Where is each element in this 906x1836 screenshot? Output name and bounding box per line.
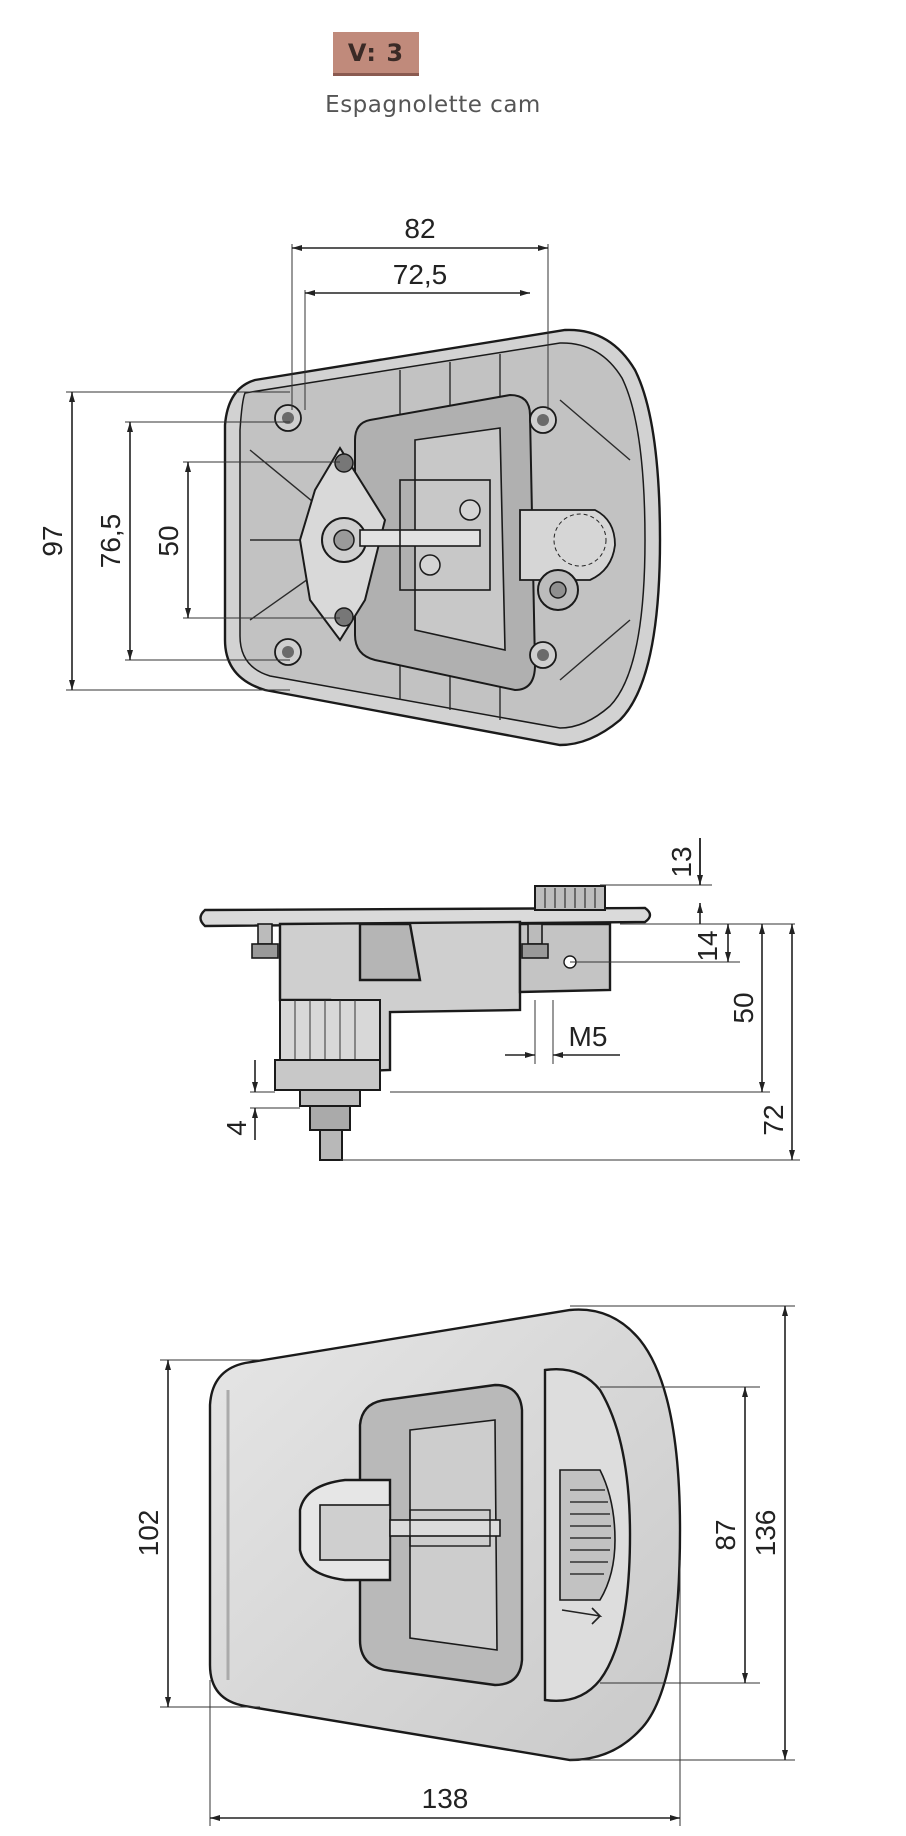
side-view-nut-left [251, 943, 279, 959]
cam-screw-bottom [334, 607, 354, 627]
dim-82: 82 [404, 213, 435, 244]
cam-screw-top [334, 453, 354, 473]
side-view-nut-right [521, 943, 549, 959]
dim-138: 138 [422, 1783, 469, 1814]
front-view-grip-ridges [570, 1489, 611, 1575]
top-view: 82 72,5 97 76,5 50 [37, 213, 662, 747]
latch-screw-1 [459, 499, 481, 521]
dim-87: 87 [710, 1519, 741, 1550]
front-view-latch-bracket [409, 1509, 491, 1547]
side-view-cam [274, 1059, 381, 1091]
front-view-arrow-icon [561, 1607, 603, 1625]
lock-housing [519, 509, 616, 581]
mounting-holes [274, 404, 557, 669]
side-view-bolt-right [527, 923, 543, 945]
drawing-subtitle: Espagnolette cam [325, 92, 541, 118]
front-view-latch-bar [389, 1519, 501, 1537]
side-view-spindle [319, 1129, 343, 1161]
version-badge-label: V: 3 [347, 38, 405, 67]
dim-72-5: 72,5 [393, 259, 448, 290]
side-view-flange [199, 906, 652, 928]
lock-cylinder-core [549, 581, 567, 599]
side-view: 13 14 50 72 M5 4 [199, 838, 800, 1161]
latch-frame [399, 479, 491, 591]
dim-97: 97 [37, 525, 68, 556]
side-view-cam-collar [299, 1089, 361, 1107]
front-view: 102 87 136 138 [133, 1305, 795, 1826]
side-view-bolt-left [257, 923, 273, 945]
side-view-pocket-wall [358, 922, 422, 982]
dim-50-top: 50 [153, 525, 184, 556]
side-view-fins [279, 999, 381, 1061]
cam-hub-bore [333, 529, 355, 551]
dim-14: 14 [692, 930, 723, 961]
side-view-lock-cap [534, 885, 606, 911]
latch-screw-2 [419, 554, 441, 576]
dim-50-side: 50 [728, 992, 759, 1023]
dim-m5: M5 [569, 1021, 608, 1052]
front-view-latch-body [319, 1504, 391, 1561]
side-view-spindle-nut [309, 1105, 351, 1131]
lock-centerline [553, 513, 607, 567]
dim-76-5: 76,5 [95, 514, 126, 569]
latch-bar [359, 529, 481, 547]
dim-102: 102 [133, 1510, 164, 1557]
version-badge: V: 3 [333, 32, 419, 76]
dim-136: 136 [750, 1510, 781, 1557]
dim-72: 72 [758, 1104, 789, 1135]
dim-13: 13 [666, 846, 697, 877]
side-view-lock-knurl [544, 888, 596, 908]
dim-4: 4 [221, 1120, 252, 1136]
